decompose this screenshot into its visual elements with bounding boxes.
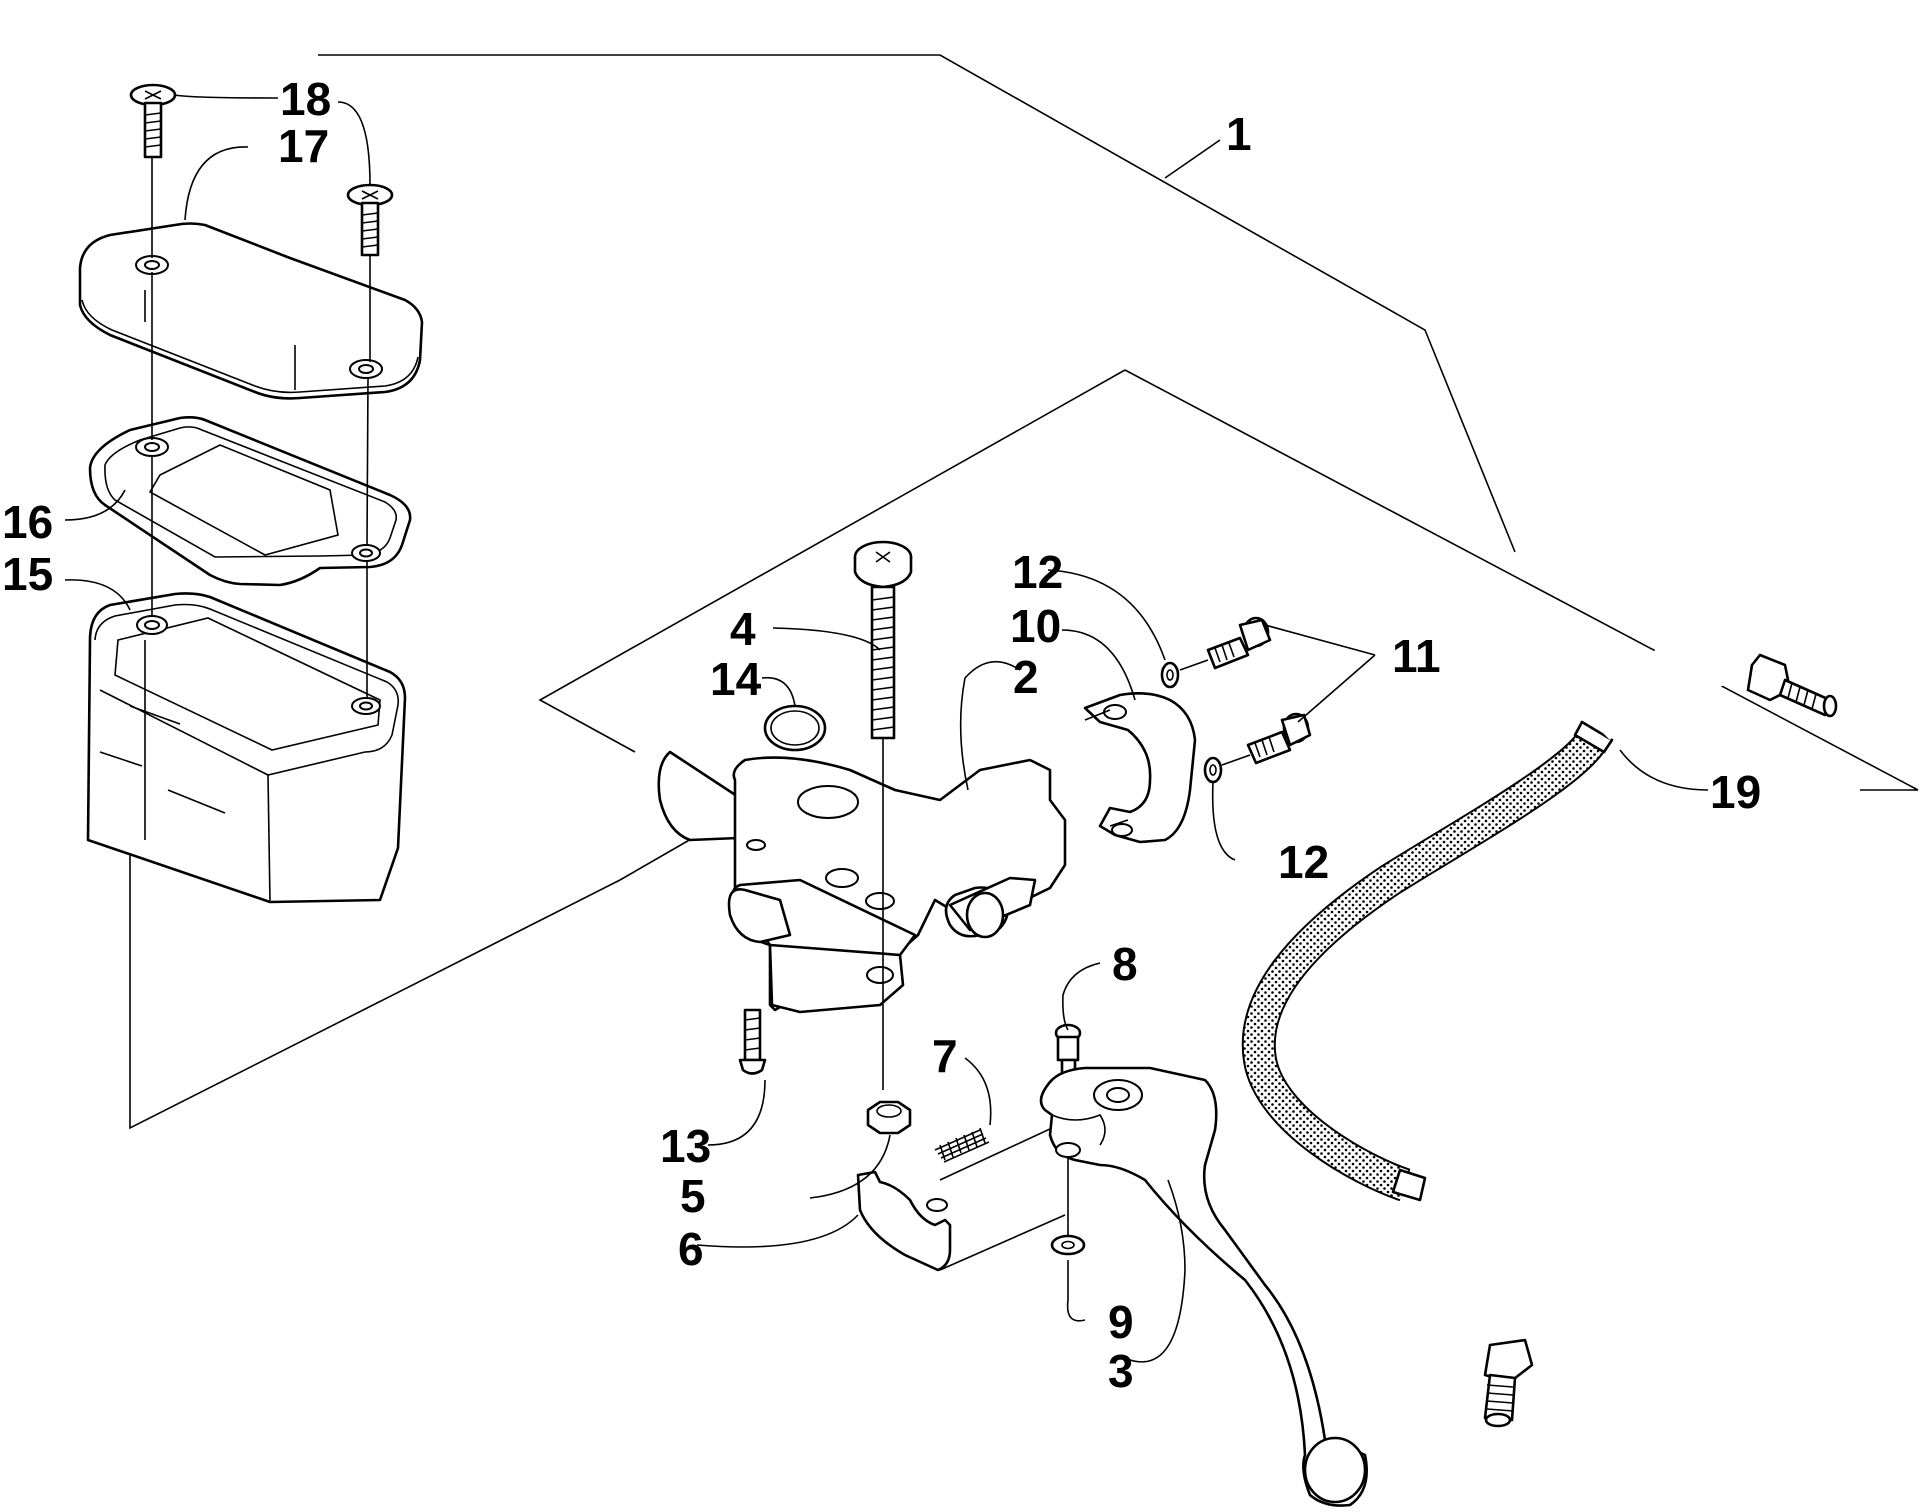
callout-5: 5	[680, 1170, 706, 1222]
callout-7: 7	[932, 1030, 958, 1082]
brake-hose	[1241, 634, 1838, 1428]
callout-14: 14	[710, 653, 762, 705]
callout-16: 16	[2, 496, 53, 548]
cover-screw-left	[129, 83, 177, 159]
adjuster-screw	[738, 1008, 767, 1075]
brake-lever	[1039, 1066, 1368, 1507]
leader-lines	[64, 94, 1709, 1363]
reservoir-alignment-lines	[151, 157, 371, 698]
callout-8: 8	[1112, 938, 1138, 990]
callout-1: 1	[1226, 108, 1252, 160]
callout-4: 4	[730, 603, 756, 655]
callout-labels: 1 2 3 4 5 6 7 8 9 10 11 12 12 13 14 15 1…	[2, 73, 1761, 1397]
callout-9: 9	[1108, 1296, 1134, 1348]
callout-2: 2	[1013, 651, 1039, 703]
callout-12-upper: 12	[1012, 546, 1063, 598]
clamp-alignment-lines	[1084, 659, 1251, 827]
assembly-boundary	[129, 54, 1919, 1130]
callout-13: 13	[660, 1120, 711, 1172]
pivot-washer	[1050, 1234, 1086, 1256]
callout-6: 6	[678, 1223, 704, 1275]
callout-10: 10	[1010, 600, 1061, 652]
lock-nut	[866, 1100, 912, 1135]
clamp-screw-upper	[1206, 616, 1272, 670]
callout-19: 19	[1710, 766, 1761, 818]
callout-11: 11	[1392, 630, 1441, 682]
lever-pivot-block	[856, 1121, 1066, 1272]
washer-lower	[1203, 756, 1223, 784]
push-rod	[948, 876, 1037, 939]
washer-upper	[1160, 661, 1180, 689]
reservoir-diaphragm	[88, 416, 412, 587]
callout-15: 15	[2, 548, 53, 600]
callout-3: 3	[1108, 1345, 1134, 1397]
callout-17: 17	[278, 120, 329, 172]
o-ring	[763, 704, 827, 752]
master-cylinder-body	[657, 750, 1067, 1014]
pivot-bolt	[853, 540, 913, 1090]
callout-12-lower: 12	[1278, 836, 1329, 888]
fluid-reservoir	[86, 592, 407, 904]
handlebar-clamp	[1083, 692, 1197, 844]
return-spring	[934, 1127, 990, 1163]
callout-18: 18	[280, 73, 331, 125]
cover-screw-right	[346, 183, 394, 257]
reservoir-cover	[78, 222, 424, 400]
clamp-screw-lower	[1246, 712, 1312, 765]
